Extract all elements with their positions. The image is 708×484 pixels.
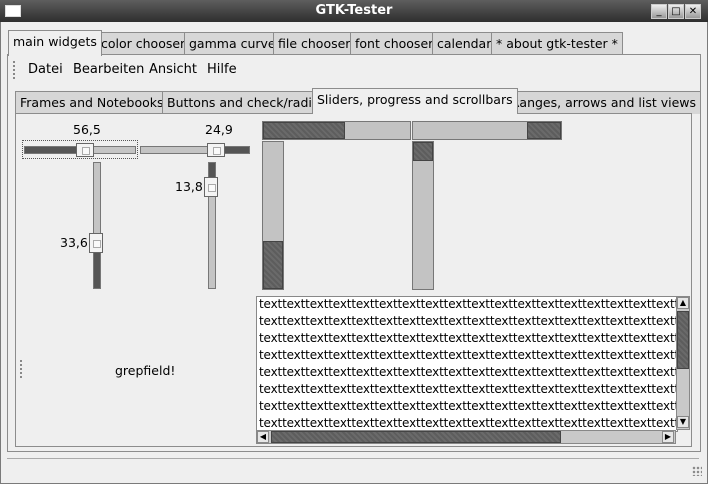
v-slider-1-thumb[interactable] [89, 233, 103, 253]
progress-bar-horizontal-1 [262, 121, 411, 140]
menu-bearbeiten[interactable]: Bearbeiten [73, 62, 145, 77]
tab-main-widgets[interactable]: main widgets [8, 30, 102, 56]
resize-grip-icon[interactable] [692, 466, 702, 476]
tab-font-chooser[interactable]: font chooser [350, 32, 439, 55]
text-line: texttexttexttexttexttexttexttexttexttext… [259, 399, 678, 413]
menu-hilfe[interactable]: Hilfe [207, 62, 237, 77]
arrow-left-icon[interactable]: ◀ [257, 431, 269, 443]
tab-ranges-arrows[interactable]: Ranges, arrows and list views [506, 91, 701, 114]
h-slider-2[interactable] [140, 146, 250, 154]
progress-fill-2 [527, 122, 561, 139]
progress-bar-vertical-1 [262, 141, 284, 290]
h-slider-1-focus [22, 140, 138, 159]
tab-calendar[interactable]: calendar [432, 32, 497, 55]
maximize-icon[interactable]: □ [668, 4, 684, 19]
text-line: texttexttexttexttexttexttexttexttexttext… [259, 331, 678, 345]
text-view[interactable]: texttexttexttexttexttexttexttexttexttext… [256, 296, 678, 432]
tab-buttons-check-radio[interactable]: Buttons and check/radio [162, 91, 325, 114]
menubar: Datei Bearbeiten Ansicht Hilfe [10, 59, 695, 81]
status-bar [7, 458, 699, 477]
v-slider-2[interactable] [208, 162, 216, 289]
tab-sliders-progress[interactable]: Sliders, progress and scrollbars [312, 88, 518, 114]
title-bar: GTK-Tester _ □ ✕ [0, 0, 708, 23]
progress-fill-1 [263, 122, 345, 139]
tab-about[interactable]: * about gtk-tester * [491, 32, 623, 55]
menubar-handle[interactable] [13, 61, 15, 79]
text-line: texttexttexttexttexttexttexttexttexttext… [259, 416, 678, 430]
progress-fill-3 [263, 241, 283, 289]
h-slider-2-thumb[interactable] [207, 143, 225, 157]
progress-bar-vertical-2 [412, 141, 434, 290]
h-slider-2-value: 24,9 [205, 122, 233, 137]
h-slider-1-thumb[interactable] [76, 143, 94, 157]
arrow-right-icon[interactable]: ▶ [662, 431, 674, 443]
progress-bar-horizontal-2 [412, 121, 562, 140]
text-line: texttexttexttexttexttexttexttexttexttext… [259, 348, 678, 362]
text-vscroll-thumb[interactable] [677, 311, 689, 369]
handlebox-grip[interactable] [20, 360, 22, 380]
v-slider-1-value: 33,6 [60, 235, 88, 250]
arrow-down-icon[interactable]: ▼ [677, 416, 689, 428]
grip-label: grepfield! [115, 363, 176, 378]
tab-color-chooser[interactable]: color chooser [96, 32, 191, 55]
tab-frames-notebooks[interactable]: Frames and Notebooks [15, 91, 169, 114]
progress-fill-4 [413, 142, 433, 161]
text-line: texttexttexttexttexttexttexttexttexttext… [259, 297, 678, 311]
minimize-icon[interactable]: _ [651, 4, 667, 19]
window-menu-icon[interactable] [5, 5, 21, 17]
close-icon[interactable]: ✕ [685, 4, 701, 19]
text-line: texttexttexttexttexttexttexttexttexttext… [259, 382, 678, 396]
tab-file-chooser[interactable]: file chooser [273, 32, 356, 55]
tab-gamma-curve[interactable]: gamma curve [184, 32, 281, 55]
arrow-up-icon[interactable]: ▲ [677, 297, 689, 309]
v-slider-1[interactable] [93, 162, 101, 289]
text-line: texttexttexttexttexttexttexttexttexttext… [259, 314, 678, 328]
v-slider-2-thumb[interactable] [204, 177, 218, 197]
v-slider-2-value: 13,8 [175, 179, 203, 194]
menu-datei[interactable]: Datei [28, 62, 63, 77]
h-slider-1-value: 56,5 [73, 122, 101, 137]
window-title: GTK-Tester [315, 3, 393, 18]
menu-ansicht[interactable]: Ansicht [149, 62, 198, 77]
text-line: texttexttexttexttexttexttexttexttexttext… [259, 365, 678, 379]
text-hscroll-thumb[interactable] [271, 431, 561, 443]
